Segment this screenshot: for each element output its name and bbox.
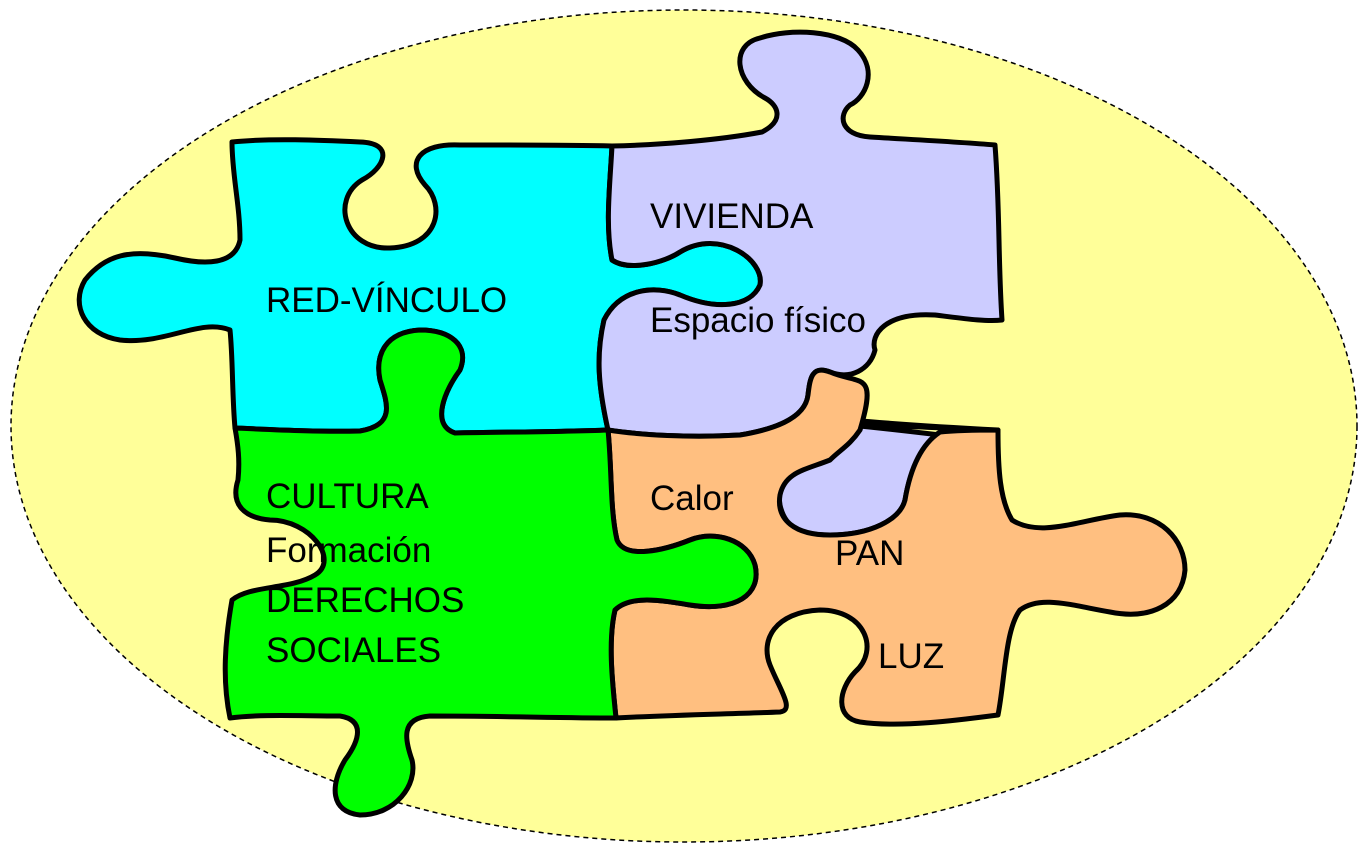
calor-label: Calor (650, 479, 734, 518)
luz-label: LUZ (878, 637, 944, 676)
espacio-fisico-label: Espacio físico (650, 301, 866, 340)
vivienda-piece (596, 29, 1005, 538)
cultura-piece (222, 327, 759, 818)
vivienda-label: VIVIENDA (650, 197, 814, 236)
derechos-label: DERECHOS (266, 581, 464, 620)
formacion-label: Formación (266, 531, 431, 570)
pan-label: PAN (835, 534, 904, 573)
cultura-label: CULTURA (266, 477, 429, 516)
red-vinculo-label: RED-VÍNCULO (266, 281, 507, 320)
sociales-label: SOCIALES (266, 631, 441, 670)
